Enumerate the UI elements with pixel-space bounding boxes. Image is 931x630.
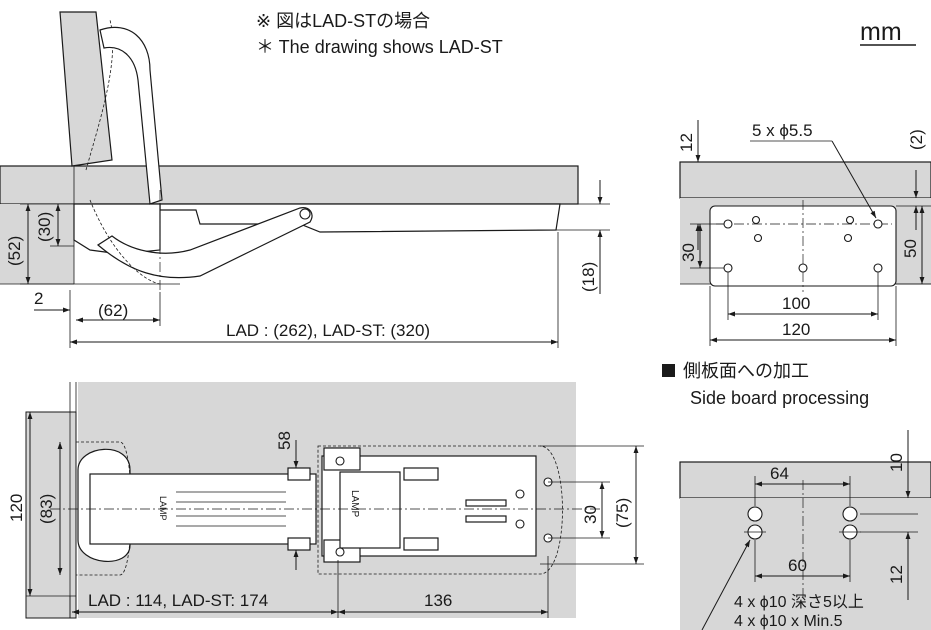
side-hole-note-jp: 4 x ϕ10 深さ5以上 [734,593,864,611]
dim-30-plan: 30 [581,505,600,524]
side-hole-leader [701,539,751,630]
plan-view-arm-hinge-top [287,467,311,481]
dim-64: 64 [770,464,789,483]
plan-view-arm-hinge-bot [287,537,311,551]
side-board: 側板面への加工 Side board processing 10 12 64 6… [662,361,931,630]
dim-50: 50 [901,239,920,258]
side-view-swing-arc [85,19,114,171]
dim-length: LAD : (262), LAD-ST: (320) [226,321,430,340]
plan-view-base-dashed [76,441,132,576]
side-view-swing-link [89,199,161,285]
side-hole-2 [842,506,858,522]
dim-30: (30) [35,212,54,242]
side-view-side-panel [0,204,74,284]
mount-pin-2 [753,233,763,243]
dim-12-top: 12 [677,133,696,152]
side-board-title-jp: 側板面への加工 [683,361,809,381]
dim-120-mount: 120 [782,320,810,339]
side-view-lever-arm [96,207,313,279]
dim-5-holes-leader [831,140,877,219]
dim-120: 120 [7,494,26,522]
side-view-door [59,11,113,167]
plan-view-screw-1 [335,456,345,466]
plan-view-screw-4 [515,519,525,529]
dim-60: 60 [788,556,807,575]
mount-pin-3 [845,215,855,225]
side-view: (52) (30) 2 (62) LAD : (262), LAD-ST: (3… [0,11,610,348]
dim-136: 136 [424,591,452,610]
plan-view-screw-3 [515,489,525,499]
dim-10: 10 [887,453,906,472]
mount-pin-1 [751,215,761,225]
unit-text: mm [860,18,902,46]
note-en: ＊ The drawing shows LAD-ST [256,37,503,57]
side-view-board [0,165,579,205]
dim-2: 2 [34,289,43,308]
plan-view-mount-stamp: LAMP [349,490,360,518]
dim-52: (52) [5,236,24,266]
side-board-panel [680,498,931,630]
mount-hole-5 [873,263,883,273]
mount-hole-3 [723,263,733,273]
dim-83: (83) [37,494,56,524]
plan-view-mount-body [339,471,401,549]
dim-12-side: 12 [887,565,906,584]
dim-62: (62) [98,301,128,320]
side-board-bullet [662,364,675,377]
dim-75: (75) [613,498,632,528]
plan-view-slot-d [465,515,507,523]
dim-100: 100 [782,294,810,313]
plan-view-slot-c [465,499,507,507]
side-board-board [679,461,931,499]
unit-label: mm [860,18,916,46]
mount-hole-2 [873,219,883,229]
mount-detail: 5 x ϕ5.5 12 (2) 30 50 100 120 [677,120,931,346]
dim-30-mount: 30 [679,243,698,262]
plan-view-mount-dashed [317,445,563,575]
side-hole-note-en: 4 x ϕ10 x Min.5 [734,613,843,630]
plan-view: LAMP LAMP 120 (83) 58 30 [7,382,644,619]
mount-detail-holes [723,215,883,273]
side-view-hinge-body [159,203,561,233]
dim-plan-length: LAD : 114, LAD-ST: 174 [88,591,268,610]
mount-hole-4 [798,263,808,273]
note-jp: ※ 図はLAD-STの場合 [256,11,430,31]
mount-hole-1 [723,219,733,229]
side-view-swing-arm [99,26,163,205]
plan-view-arm-stamp: LAMP [158,496,168,521]
mount-detail-board [679,161,931,199]
dim-2-top: (2) [907,129,926,150]
side-hole-1 [747,506,763,522]
mount-pin-4 [843,233,853,243]
dim-18: (18) [579,262,598,292]
side-board-title-en: Side board processing [690,388,869,408]
side-view-pivot [299,208,311,220]
plan-view-slot-a [403,467,439,481]
dim-58: 58 [275,431,294,450]
plan-view-slot-b [403,537,439,551]
dim-5-holes: 5 x ϕ5.5 [752,121,813,140]
plan-view-screw-2 [335,547,345,557]
